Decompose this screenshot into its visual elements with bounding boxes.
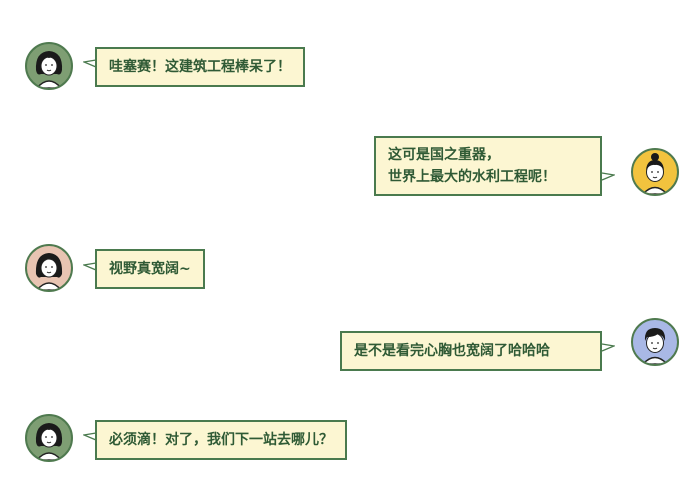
message-text: 这可是国之重器， bbox=[388, 147, 500, 163]
boy-avatar-blue[interactable] bbox=[631, 318, 679, 366]
message-bubble: 哇塞赛！这建筑工程棒呆了！ bbox=[95, 47, 305, 87]
message-text: 哇塞赛！这建筑工程棒呆了！ bbox=[109, 59, 291, 75]
bubble-tail bbox=[83, 432, 97, 442]
girl-long-hair-avatar-green[interactable] bbox=[25, 414, 73, 462]
message-bubble: 视野真宽阔~ bbox=[95, 249, 205, 289]
girl-long-hair-avatar-green[interactable] bbox=[25, 42, 73, 90]
message-text: 必须滴！对了，我们下一站去哪儿？ bbox=[109, 432, 333, 448]
girl-bun-avatar-yellow[interactable] bbox=[631, 148, 679, 196]
message-bubble: 必须滴！对了，我们下一站去哪儿？ bbox=[95, 420, 347, 460]
message-text: 世界上最大的水利工程呢！ bbox=[388, 169, 556, 185]
message-bubble: 是不是看完心胸也宽阔了哈哈哈 bbox=[340, 331, 602, 371]
message-text: 是不是看完心胸也宽阔了哈哈哈 bbox=[354, 343, 550, 359]
bubble-tail bbox=[601, 172, 615, 182]
message-bubble: 这可是国之重器， 世界上最大的水利工程呢！ bbox=[374, 136, 602, 196]
bubble-tail bbox=[601, 343, 615, 353]
girl-long-hair-avatar-pink[interactable] bbox=[25, 244, 73, 292]
bubble-tail bbox=[83, 59, 97, 69]
message-text: 视野真宽阔~ bbox=[109, 261, 191, 277]
bubble-tail bbox=[83, 262, 97, 272]
